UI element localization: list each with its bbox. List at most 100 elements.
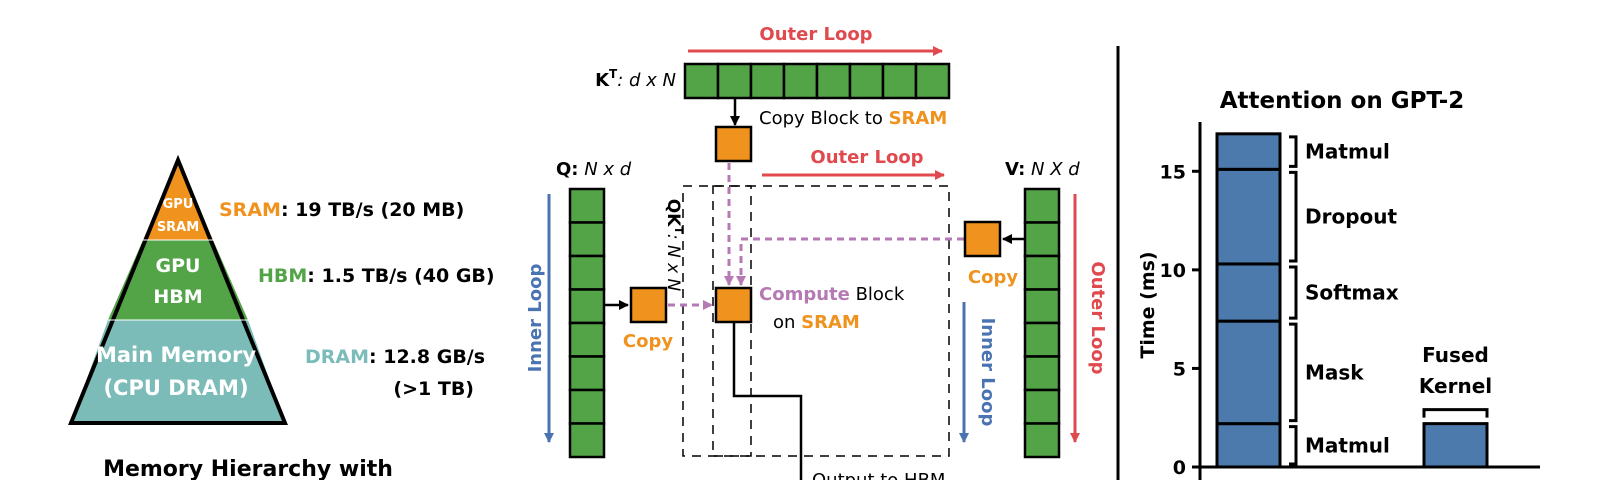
chart-ylabel: Time (ms) bbox=[1137, 251, 1159, 358]
dram-spec: : 12.8 GB/s bbox=[369, 346, 485, 368]
kt-cell bbox=[782, 62, 819, 100]
output-path bbox=[732, 322, 803, 480]
segment-annotations: MatmulMaskSoftmaxDropoutMatmulFusedKerne… bbox=[1289, 135, 1492, 466]
dram-inner-label-1: Main Memory bbox=[96, 343, 256, 367]
sram-name: SRAM bbox=[219, 199, 281, 221]
copy-block-label: Copy Block to SRAM bbox=[759, 108, 947, 129]
sram-inner-label-2: SRAM bbox=[157, 220, 199, 235]
y-tick-label: 5 bbox=[1173, 358, 1186, 380]
segment-label: Softmax bbox=[1305, 281, 1399, 305]
kt-cell bbox=[815, 62, 852, 100]
copy-block-sram: SRAM bbox=[889, 108, 948, 129]
v-cell bbox=[1023, 187, 1061, 224]
v-cell bbox=[1023, 288, 1061, 325]
v-matrix bbox=[1023, 187, 1061, 459]
q-label-rest: N x d bbox=[579, 159, 632, 180]
kt-cell bbox=[749, 62, 786, 100]
q-cell bbox=[568, 355, 606, 392]
kt-cell bbox=[716, 62, 753, 100]
v-label-bold: V: bbox=[1005, 159, 1025, 180]
hbm-name: HBM bbox=[258, 265, 307, 287]
kt-label-sup: T bbox=[609, 67, 618, 81]
segment-bracket bbox=[1289, 265, 1298, 320]
outer-loop-mid-label: Outer Loop bbox=[810, 147, 923, 168]
v-cell bbox=[1023, 321, 1061, 358]
v-cell bbox=[1023, 388, 1061, 425]
kt-cell bbox=[881, 62, 918, 100]
dram-inner-label-2: (CPU DRAM) bbox=[103, 376, 248, 400]
segment-label: Mask bbox=[1305, 360, 1364, 384]
v-label: V: N X d bbox=[1005, 159, 1080, 180]
kt-matrix bbox=[683, 62, 951, 100]
dram-name: DRAM bbox=[305, 346, 369, 368]
inner-loop-right-label: Inner Loop bbox=[977, 318, 998, 427]
compute-word: Compute bbox=[759, 284, 850, 305]
q-cell bbox=[568, 388, 606, 425]
compute-block bbox=[714, 286, 753, 324]
v-cell bbox=[1023, 254, 1061, 291]
segment-bracket bbox=[1289, 322, 1298, 423]
v-cell bbox=[1023, 221, 1061, 258]
inner-loop-left-label: Inner Loop bbox=[525, 264, 546, 373]
compute-label: Compute Block bbox=[759, 284, 905, 305]
fused-kernel-bar bbox=[1422, 422, 1489, 469]
bars bbox=[1215, 132, 1489, 469]
outer-loop-right-label: Outer Loop bbox=[1087, 261, 1108, 374]
qkt-label-rest: : N x N bbox=[663, 234, 683, 292]
sram-inner-label-1: GPU bbox=[163, 197, 194, 212]
v-sram-block bbox=[963, 220, 1002, 258]
qkt-label: QKT: N x N bbox=[663, 199, 685, 292]
bar-segment bbox=[1215, 319, 1282, 426]
q-cell bbox=[568, 187, 606, 224]
hbm-inner-label-2: HBM bbox=[153, 286, 202, 308]
segment-label: Dropout bbox=[1305, 205, 1398, 229]
segment-label: Matmul bbox=[1305, 433, 1390, 457]
v-cell bbox=[1023, 422, 1061, 459]
on-word: on bbox=[773, 312, 801, 333]
q-cell bbox=[568, 422, 606, 459]
kt-label: KT: d x N bbox=[595, 67, 676, 91]
flash-attention-panel: Outer Loop KT: d x N Copy Block to SRAM … bbox=[525, 24, 1108, 480]
copy-right-label: Copy bbox=[968, 267, 1018, 288]
y-tick-label: 10 bbox=[1160, 260, 1186, 282]
hbm-spec: : 1.5 TB/s (40 GB) bbox=[307, 265, 494, 287]
q-cell bbox=[568, 221, 606, 258]
pyramid-outline bbox=[68, 154, 288, 425]
sram-spec-label: SRAM: 19 TB/s (20 MB) bbox=[219, 199, 464, 221]
dram-spec-label: DRAM: 12.8 GB/s bbox=[305, 346, 485, 368]
bar-segment bbox=[1215, 262, 1282, 323]
hbm-tier bbox=[108, 240, 248, 320]
q-cell bbox=[568, 321, 606, 358]
sram-spec: : 19 TB/s (20 MB) bbox=[281, 199, 464, 221]
memory-hierarchy-panel: GPU SRAM GPU HBM Main Memory (CPU DRAM) … bbox=[68, 154, 495, 480]
y-tick-label: 15 bbox=[1160, 161, 1186, 183]
dram-capacity-label: (>1 TB) bbox=[393, 378, 474, 400]
outer-loop-top-label: Outer Loop bbox=[759, 24, 872, 45]
qkt-column-dashed bbox=[712, 185, 752, 457]
copy-left-label: Copy bbox=[623, 331, 673, 352]
segment-bracket bbox=[1289, 170, 1298, 263]
copy-block-text: Copy Block to bbox=[759, 108, 889, 129]
v-cell bbox=[1023, 355, 1061, 392]
segment-bracket bbox=[1289, 425, 1298, 466]
q-cell bbox=[568, 254, 606, 291]
v-label-rest: N X d bbox=[1025, 159, 1080, 180]
kt-sram-block bbox=[714, 125, 753, 163]
hbm-inner-label-1: GPU bbox=[156, 255, 201, 277]
kt-label-bold: K bbox=[595, 70, 610, 91]
hierarchy-caption: Memory Hierarchy with bbox=[103, 457, 393, 480]
fused-label-2: Kernel bbox=[1419, 374, 1492, 398]
output-label-partial: Output to HBM bbox=[812, 470, 945, 480]
kt-cell bbox=[683, 62, 720, 100]
compute-rest: Block bbox=[850, 284, 905, 305]
kt-label-rest: : d x N bbox=[617, 70, 676, 91]
bar-segment bbox=[1215, 132, 1282, 171]
fused-label-1: Fused bbox=[1422, 343, 1489, 367]
bar-segment bbox=[1215, 422, 1282, 469]
on-sram-label: on SRAM bbox=[773, 312, 860, 333]
q-label-bold: Q: bbox=[556, 159, 579, 180]
q-cell bbox=[568, 288, 606, 325]
chart-title: Attention on GPT-2 bbox=[1220, 88, 1465, 114]
